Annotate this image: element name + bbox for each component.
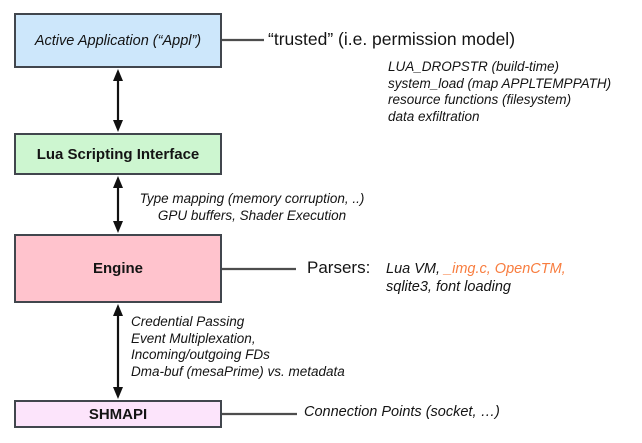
- parsers-list: Lua VM, _img.c, OpenCTM, sqlite3, font l…: [386, 261, 566, 296]
- type-mapping-line: Type mapping (memory corruption, ..): [139, 191, 365, 206]
- engine-note-line: Dma-buf (mesaPrime) vs. metadata: [131, 363, 345, 379]
- app-note-line: data exfiltration: [388, 108, 480, 124]
- box-lua-scripting-interface-label: Lua Scripting Interface: [36, 145, 200, 163]
- box-active-application-label: Active Application (“Appl”): [34, 32, 202, 49]
- parsers-line-1: Lua VM, _img.c, OpenCTM,: [386, 261, 566, 279]
- arrow-engine-shmapi: [113, 304, 123, 399]
- engine-note-line: Incoming/outgoing FDs: [131, 347, 270, 362]
- parsers-line-2: sqlite3, font loading: [386, 278, 511, 295]
- engine-note-line: Credential Passing: [131, 314, 245, 329]
- parsers-label: Parsers:: [307, 258, 371, 277]
- box-shmapi: SHMAPI: [14, 400, 222, 428]
- box-engine: Engine: [14, 234, 222, 303]
- app-attack-surface-notes: LUA_DROPSTR (build-time) system_load (ma…: [388, 59, 611, 125]
- engine-note-line: Event Multiplexation,: [131, 330, 256, 346]
- type-mapping-notes: Type mapping (memory corruption, ..) GPU…: [129, 191, 375, 224]
- app-note-line: LUA_DROPSTR (build-time): [388, 59, 560, 74]
- box-active-application: Active Application (“Appl”): [14, 13, 222, 68]
- box-shmapi-label: SHMAPI: [88, 405, 148, 423]
- arrow-app-lua: [113, 69, 123, 132]
- parsers-part-orange: _img.c, OpenCTM,: [444, 261, 566, 277]
- app-note-line: resource functions (filesystem): [388, 92, 572, 107]
- type-mapping-line: GPU buffers, Shader Execution: [157, 207, 347, 223]
- engine-shmapi-notes: Credential Passing Event Multiplexation,…: [131, 314, 345, 380]
- trusted-annotation: “trusted” (i.e. permission model): [268, 29, 516, 49]
- arrow-lua-engine: [113, 176, 123, 233]
- connection-points-annotation: Connection Points (socket, …): [304, 404, 500, 420]
- box-lua-scripting-interface: Lua Scripting Interface: [14, 133, 222, 175]
- app-note-line: system_load (map APPLTEMPPATH): [388, 75, 612, 91]
- box-engine-label: Engine: [92, 260, 143, 277]
- parsers-part-black: Lua VM,: [386, 261, 445, 277]
